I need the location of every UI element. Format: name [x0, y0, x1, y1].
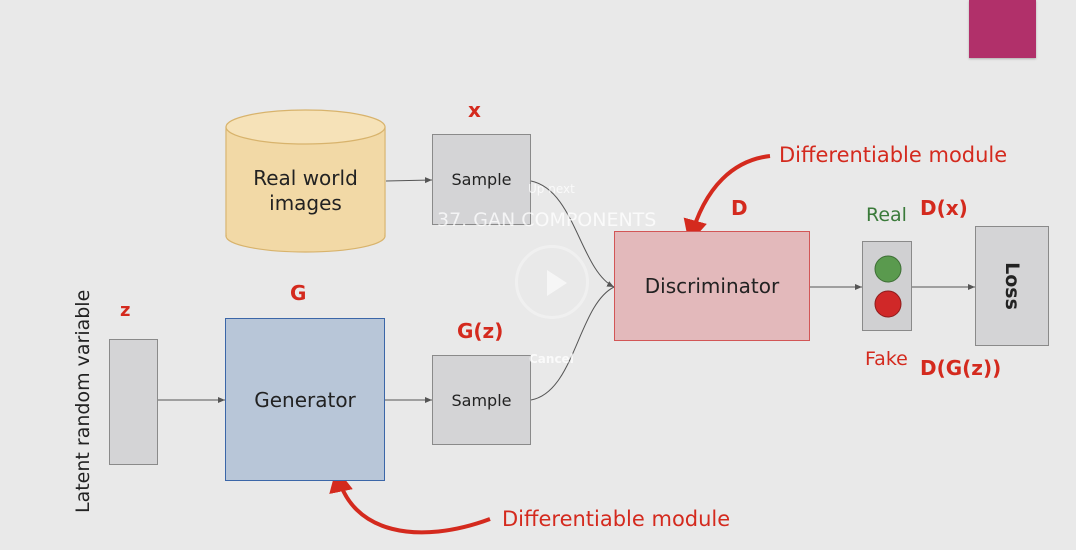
generator-label: Generator [254, 387, 356, 412]
accent-square [969, 0, 1036, 58]
tag-dx: D(x) [920, 196, 968, 220]
tag-g: G [290, 281, 307, 305]
sample-box-fake: Sample [432, 355, 531, 445]
arrow-sample-bottom-to-discriminator [530, 286, 615, 401]
arrow-images-to-sample [385, 177, 433, 184]
real-light-green [874, 255, 902, 283]
annotation-top: Differentiable module [779, 143, 1008, 167]
annotation-bottom: Differentiable module [502, 507, 731, 531]
up-next-label: Up next [528, 182, 575, 196]
play-icon[interactable] [515, 245, 589, 319]
tag-dgz: D(G(z)) [920, 356, 1002, 380]
real-images-label-line1: Real world [253, 166, 358, 190]
sample-real-label: Sample [451, 170, 512, 189]
discriminator-box: Discriminator [614, 231, 810, 341]
traffic-light-icon [874, 255, 902, 318]
loss-box: Loss [975, 226, 1049, 346]
traffic-light-box [862, 241, 912, 331]
sample-fake-label: Sample [451, 390, 512, 410]
loss-label: Loss [1001, 262, 1023, 310]
tag-z: z [120, 300, 131, 321]
real-label: Real [866, 204, 907, 226]
real-images-cylinder [225, 109, 386, 253]
cancel-button[interactable]: Cancel [529, 352, 574, 366]
annotation-arrow-bottom [329, 468, 491, 535]
up-next-title[interactable]: 37. GAN COMPONENTS [437, 209, 657, 231]
latent-vector-box [109, 339, 158, 465]
tag-gz: G(z) [457, 319, 504, 343]
arrow-sample-top-to-discriminator [530, 180, 615, 288]
real-images-label-line2: images [269, 191, 342, 215]
tag-x: x [468, 98, 481, 122]
tag-d: D [731, 196, 748, 220]
fake-label: Fake [865, 348, 908, 370]
discriminator-label: Discriminator [644, 274, 780, 298]
latent-variable-label: Latent random variable [72, 289, 94, 513]
annotation-arrow-top [683, 154, 771, 244]
generator-box: Generator [225, 318, 385, 481]
real-images-label: Real world images [226, 166, 385, 216]
sample-box-real: Sample [432, 134, 531, 225]
fake-light-red [874, 290, 902, 318]
